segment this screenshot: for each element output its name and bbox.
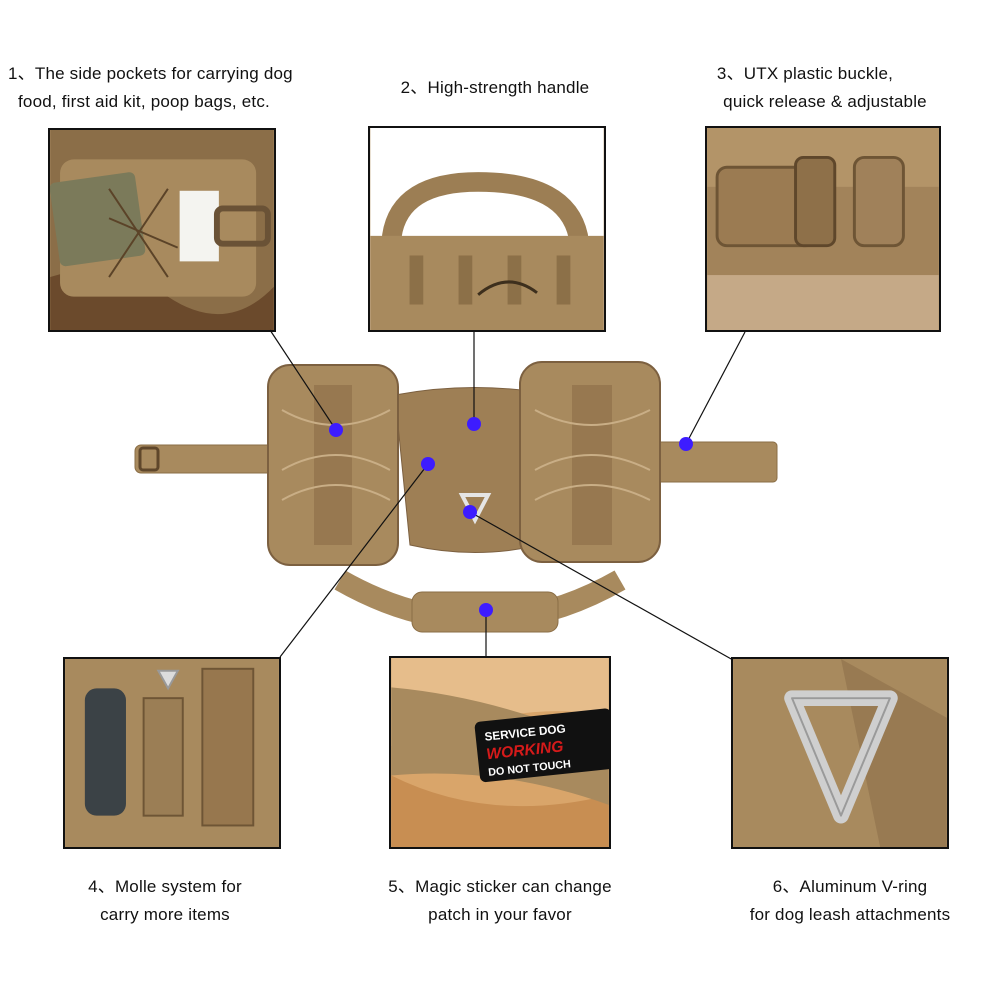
caption-sticker-line2: patch in your favor [428,905,572,924]
caption-buckle: 3、UTX plastic buckle, quick release & ad… [690,60,960,116]
leader-buckle [685,331,746,445]
photo-side-pocket [48,128,276,332]
leader-molle [279,463,429,658]
caption-buckle-line2: quick release & adjustable [723,92,927,111]
caption-side-pockets: 1、The side pockets for carrying dog food… [8,60,338,116]
photo-molle [63,657,281,849]
caption-handle: 2、High-strength handle [370,74,620,102]
marker-vring [463,505,477,519]
photo-handle [368,126,606,332]
caption-molle: 4、Molle system for carry more items [60,873,270,929]
handle-illustration [370,128,604,330]
photo-vring [731,657,949,849]
caption-vring-line1: 6、Aluminum V-ring [772,877,928,896]
caption-side-pockets-line2: food, first aid kit, poop bags, etc. [18,92,270,111]
caption-handle-line1: 2、High-strength handle [400,78,590,97]
vring-illustration [733,659,947,847]
caption-molle-line1: 4、Molle system for [88,877,242,896]
marker-side-pocket [329,423,343,437]
buckle-illustration [707,128,939,330]
marker-sticker [479,603,493,617]
caption-buckle-line1: 3、UTX plastic buckle, [716,64,894,83]
harness-illustration [134,361,778,633]
leader-side-pocket [269,329,337,431]
molle-illustration [65,659,279,847]
marker-molle [421,457,435,471]
patch-illustration: SERVICE DOG WORKING DO NOT TOUCH [391,658,609,847]
caption-vring-line2: for dog leash attachments [749,905,951,924]
marker-buckle [679,437,693,451]
photo-buckle [705,126,941,332]
marker-handle [467,417,481,431]
photo-patch: SERVICE DOG WORKING DO NOT TOUCH [389,656,611,849]
leader-vring [469,511,734,661]
side-pocket-illustration [50,130,274,330]
caption-vring: 6、Aluminum V-ring for dog leash attachme… [725,873,975,929]
caption-sticker-line1: 5、Magic sticker can change [388,877,612,896]
caption-molle-line2: carry more items [100,905,230,924]
caption-sticker: 5、Magic sticker can change patch in your… [360,873,640,929]
caption-side-pockets-line1: 1、The side pockets for carrying dog [8,64,293,83]
